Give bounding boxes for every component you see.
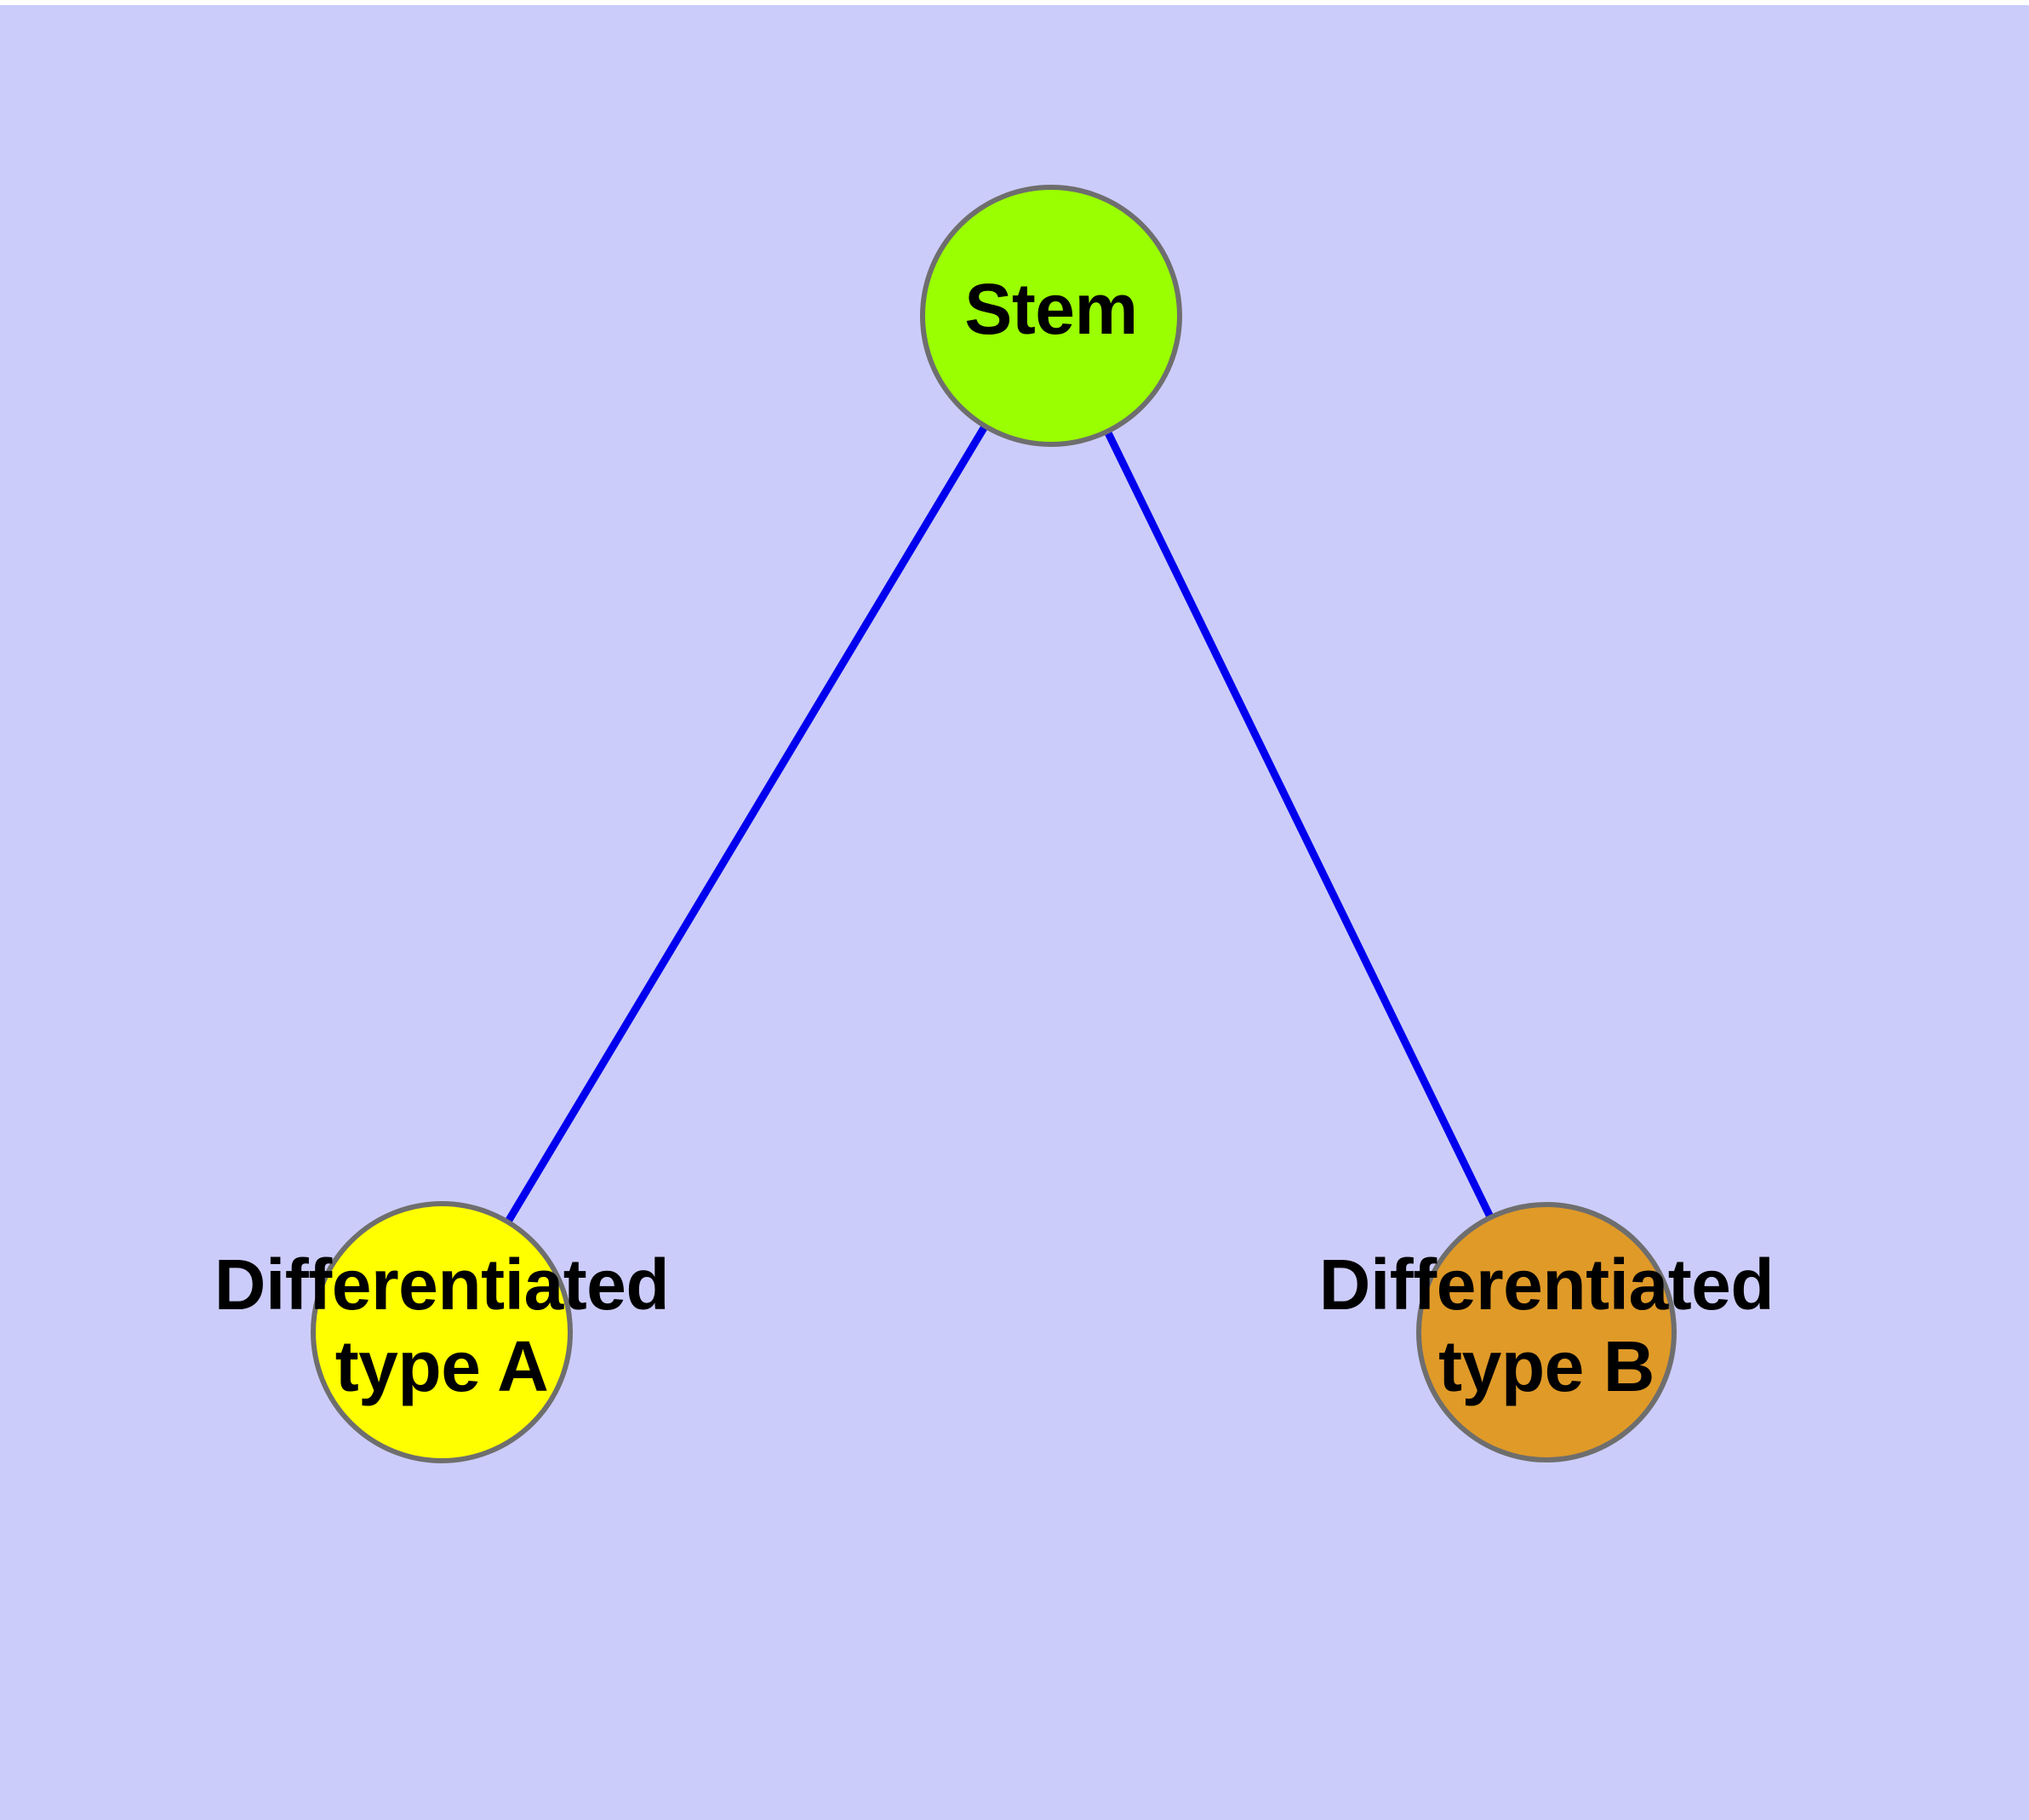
edge-layer [438, 313, 1551, 1335]
graph-node-diff_b[interactable] [1416, 1202, 1677, 1462]
node-layer [311, 185, 1677, 1463]
graph-svg [311, 185, 1677, 1463]
graph-node-diff_a[interactable] [311, 1201, 573, 1463]
graph-node-stem[interactable] [920, 185, 1182, 447]
graph-edge-stem-to-diff-b [1047, 314, 1551, 1334]
graph-edge-stem-to-diff-a [438, 313, 1055, 1335]
